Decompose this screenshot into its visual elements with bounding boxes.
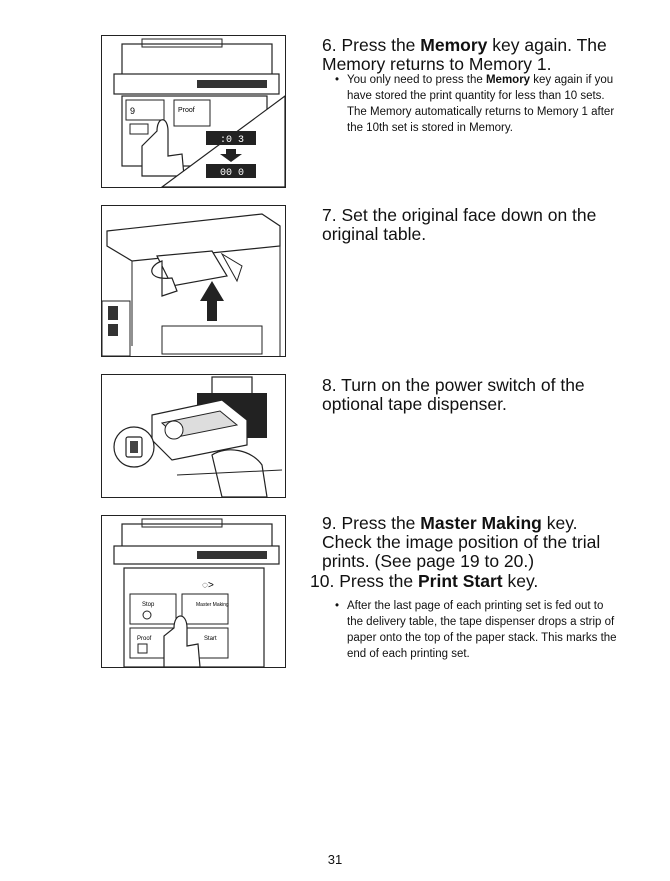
memory-arrow-icon: ◌> bbox=[202, 580, 214, 591]
stop-key-icon bbox=[142, 610, 152, 620]
fig4-proof-label: Proof bbox=[137, 636, 152, 642]
step-9-key: Master Making bbox=[420, 513, 542, 533]
step-6-text-b: key again. The Memory returns to Memory … bbox=[322, 35, 607, 74]
step-10-number: 10. bbox=[310, 571, 335, 591]
pressing-hand-icon bbox=[163, 615, 201, 667]
step-10-note: • After the last page of each printing s… bbox=[335, 600, 617, 660]
step-6-key: Memory bbox=[420, 35, 488, 55]
step-8-number: 8. bbox=[322, 375, 337, 395]
step-10-text-b: key. bbox=[502, 571, 539, 591]
memory-key-illustration: 9 Proof :0 3 00 0 bbox=[113, 38, 285, 187]
step-10-text-a: Press the bbox=[339, 571, 418, 591]
original-table-illustration bbox=[102, 213, 281, 356]
bullet-dot: • bbox=[335, 600, 340, 612]
svg-text::0 3: :0 3 bbox=[220, 135, 244, 146]
display-top bbox=[206, 131, 256, 145]
step-7-text: Set the original face down on the origin… bbox=[322, 205, 597, 244]
memory-number-9: 9 bbox=[130, 106, 135, 116]
step-6: 6. Press the Memory key again. The Memor… bbox=[322, 36, 622, 74]
print-keys-illustration: ◌> Stop Master Making Proof Start bbox=[113, 518, 280, 667]
step-9: 9. Press the Master Making key. Check th… bbox=[322, 514, 622, 571]
step-9-text-a: Press the bbox=[341, 513, 421, 533]
step-9-number: 9. bbox=[322, 513, 337, 533]
display-bottom bbox=[206, 164, 256, 178]
step-7: 7. Set the original face down on the ori… bbox=[322, 206, 622, 244]
bullet-dot: • bbox=[335, 74, 340, 86]
fig4-stop-label: Stop bbox=[142, 602, 155, 608]
step-7-number: 7. bbox=[322, 205, 337, 225]
step-8: 8. Turn on the power switch of the optio… bbox=[322, 376, 622, 414]
step-9-text-b: key. Check the image position of the tri… bbox=[322, 513, 601, 571]
arrow-down-icon bbox=[220, 149, 242, 162]
svg-text:00 0: 00 0 bbox=[220, 168, 244, 179]
tape-dispenser-illustration bbox=[113, 376, 283, 497]
step-6-number: 6. bbox=[322, 35, 337, 55]
step-6-note: • You only need to press the Memory key … bbox=[335, 74, 615, 134]
figure-original-table bbox=[101, 205, 286, 357]
fig4-start-label: Start bbox=[204, 636, 217, 642]
fig1-proof-label: Proof bbox=[178, 107, 195, 114]
step-10-key: Print Start bbox=[418, 571, 503, 591]
step-8-text: Turn on the power switch of the optional… bbox=[322, 375, 585, 414]
step-6-text-a: Press the bbox=[341, 35, 421, 55]
figure-memory-key: 9 Proof :0 3 00 0 bbox=[101, 35, 286, 188]
page-number: 31 bbox=[327, 852, 343, 867]
figure-print-keys: ◌> Stop Master Making Proof Start bbox=[101, 515, 286, 668]
figure-tape-dispenser bbox=[101, 374, 286, 498]
arrow-up-icon bbox=[200, 281, 224, 321]
fig4-master-making-label: Master Making bbox=[196, 602, 229, 608]
step-10: 10. Press the Print Start key. bbox=[310, 572, 622, 591]
